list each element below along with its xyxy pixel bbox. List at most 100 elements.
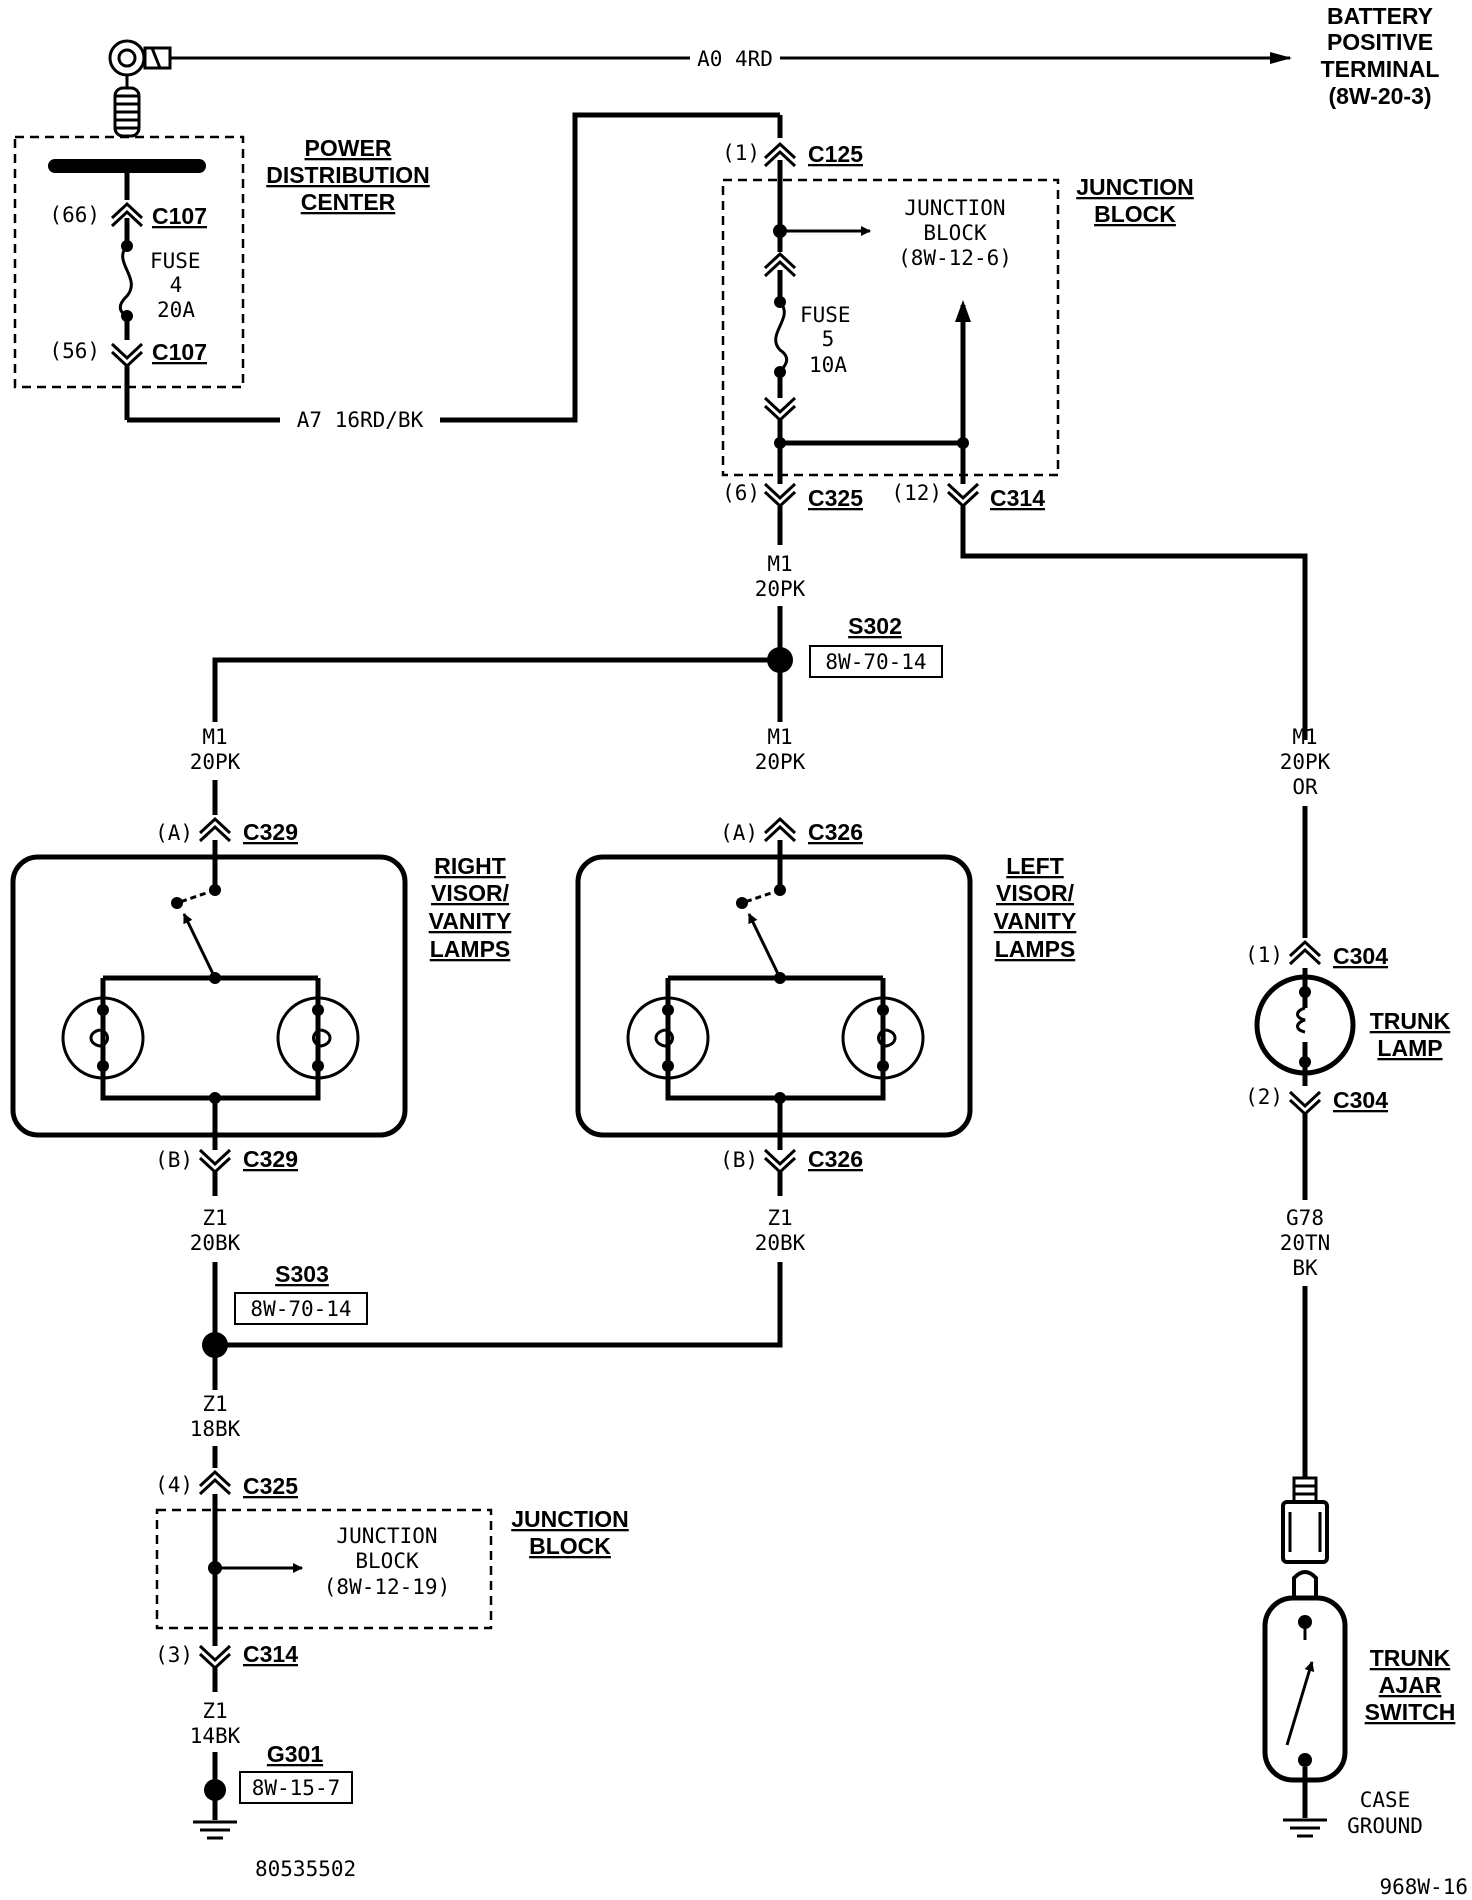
case-ground-icon — [1283, 1818, 1327, 1838]
jb-bottom-inner-l2: BLOCK — [355, 1549, 419, 1573]
tl-connector-c304-1: C304 — [1333, 943, 1388, 969]
fuse-4-icon — [118, 244, 133, 318]
jb-bottom-connector-c314: C314 — [243, 1641, 298, 1667]
jb-top-fuse-l3: 10A — [809, 353, 847, 377]
rv-lamp-left-icon — [61, 996, 145, 1080]
wire-a7 — [127, 112, 780, 423]
ground-icon — [193, 1820, 237, 1840]
lv-connector-c326-b: C326 — [808, 1146, 863, 1172]
jb-top-connector-c325: C325 — [808, 485, 863, 511]
wire-label-z1-mid-b: 20BK — [755, 1231, 806, 1255]
wire-m1-left — [212, 657, 780, 722]
right-visor-box — [10, 854, 408, 1138]
left-visor-box — [575, 854, 973, 1138]
connector-c125-icon — [763, 141, 797, 168]
svg-text:JUNCTION: JUNCTION — [1076, 174, 1194, 200]
rv-pin-b: (B) — [155, 1148, 193, 1172]
pdc-title: POWER DISTRIBUTION CENTER — [266, 135, 430, 215]
rv-switch-icon — [182, 913, 217, 979]
wire-label-g78-c: BK — [1292, 1256, 1318, 1280]
svg-text:RIGHT: RIGHT — [434, 853, 506, 879]
jb-bottom-inner-l3: (8W-12-19) — [324, 1575, 450, 1599]
battery-positive-label: BATTERY POSITIVE TERMINAL (8W-20-3) — [1321, 3, 1440, 109]
s302-name: S302 — [848, 613, 902, 639]
jb-top-pin-1: (1) — [722, 141, 760, 165]
svg-text:VISOR/: VISOR/ — [996, 880, 1075, 906]
jb-top-inner-l2: BLOCK — [923, 221, 987, 245]
splice-s303 — [202, 1332, 228, 1358]
jb-top-fuse-l1: FUSE — [800, 303, 851, 327]
connector-c314-bottom-icon — [198, 1644, 232, 1671]
case-ground-l1: CASE — [1360, 1788, 1411, 1812]
connector-c304-1-icon — [1288, 939, 1322, 966]
s303-ref: 8W-70-14 — [250, 1297, 351, 1321]
jb-bottom-title: JUNCTION BLOCK — [511, 1506, 629, 1559]
connector-c107-top-icon — [110, 201, 144, 228]
s303-name: S303 — [275, 1261, 329, 1287]
tl-pin-1: (1) — [1245, 943, 1283, 967]
part-number: 80535502 — [255, 1857, 356, 1881]
jb-bottom-pin-4: (4) — [155, 1473, 193, 1497]
wire-label-g78-b: 20TN — [1280, 1231, 1331, 1255]
jb-top-pin-12: (12) — [891, 481, 942, 505]
wire-label-z1-14-a: Z1 — [202, 1699, 227, 1723]
wire-label-z1-14-b: 14BK — [190, 1724, 241, 1748]
svg-text:LAMPS: LAMPS — [430, 936, 511, 962]
jb-top-outline — [721, 178, 1060, 477]
wire-label-m1-left-b: 20PK — [190, 750, 241, 774]
lv-connector-c326-a: C326 — [808, 819, 863, 845]
connector-c329-a-icon — [198, 816, 232, 843]
battery-terminal-connector — [108, 39, 172, 138]
svg-text:(8W-20-3): (8W-20-3) — [1328, 83, 1431, 109]
jb-top-up-arrow-icon — [955, 300, 971, 322]
rv-pin-a: (A) — [155, 821, 193, 845]
lv-switch-icon — [747, 913, 782, 979]
svg-text:TERMINAL: TERMINAL — [1321, 56, 1440, 82]
left-visor-title: LEFT VISOR/ VANITY LAMPS — [994, 853, 1077, 962]
trunk-ajar-switch-icon — [1262, 1595, 1348, 1783]
g301-ref: 8W-15-7 — [252, 1776, 341, 1800]
battery-arrow-icon — [1270, 52, 1292, 64]
wire-label-m1-mid-b: 20PK — [755, 750, 806, 774]
svg-text:CENTER: CENTER — [301, 189, 396, 215]
wire-label-g78-a: G78 — [1286, 1206, 1324, 1230]
right-visor-title: RIGHT VISOR/ VANITY LAMPS — [429, 853, 512, 962]
svg-text:BLOCK: BLOCK — [529, 1533, 611, 1559]
svg-text:VANITY: VANITY — [429, 908, 512, 934]
connector-c304-2-icon — [1288, 1090, 1322, 1117]
rv-connector-c329-a: C329 — [243, 819, 298, 845]
page-code: 968W-16 — [1379, 1875, 1468, 1899]
connector-c326-b-icon — [763, 1148, 797, 1175]
wire-label-z1-18-b: 18BK — [190, 1417, 241, 1441]
wire-label-a0: A0 4RD — [697, 47, 773, 71]
wire-label-z1-left-b: 20BK — [190, 1231, 241, 1255]
jb-top-fuse-l2: 5 — [822, 327, 835, 351]
jb-top-inner-l3: (8W-12-6) — [898, 246, 1012, 270]
case-ground-l2: GROUND — [1347, 1814, 1423, 1838]
fuse-5-icon — [774, 300, 789, 373]
svg-text:JUNCTION: JUNCTION — [511, 1506, 629, 1532]
wire-label-m1-right-a: M1 — [1292, 725, 1317, 749]
rv-connector-c329-b: C329 — [243, 1146, 298, 1172]
tl-connector-c304-2: C304 — [1333, 1087, 1388, 1113]
svg-text:LAMP: LAMP — [1377, 1035, 1442, 1061]
pdc-pin-66: (66) — [49, 203, 100, 227]
jb-top-pin-6: (6) — [722, 481, 760, 505]
svg-text:VISOR/: VISOR/ — [431, 880, 510, 906]
wire-label-m1-right-c: OR — [1292, 775, 1318, 799]
jb-top-connector-c125: C125 — [808, 141, 863, 167]
jb-bottom-connector-c325: C325 — [243, 1473, 298, 1499]
connector-c107-bottom-icon — [110, 342, 144, 369]
wire-label-m1-top-a: M1 — [767, 552, 792, 576]
pdc-connector-c107-top: C107 — [152, 203, 207, 229]
wire-label-m1-right-b: 20PK — [1280, 750, 1331, 774]
svg-text:TRUNK: TRUNK — [1370, 1008, 1451, 1034]
jb-bottom-outline — [155, 1508, 493, 1630]
svg-text:SWITCH: SWITCH — [1365, 1699, 1456, 1725]
lv-pin-b: (B) — [720, 1148, 758, 1172]
pdc-fuse-label-1: FUSE — [150, 249, 201, 273]
wire-m1-right — [960, 506, 1308, 740]
rv-lamp-right-icon — [276, 996, 360, 1080]
svg-text:VANITY: VANITY — [994, 908, 1077, 934]
